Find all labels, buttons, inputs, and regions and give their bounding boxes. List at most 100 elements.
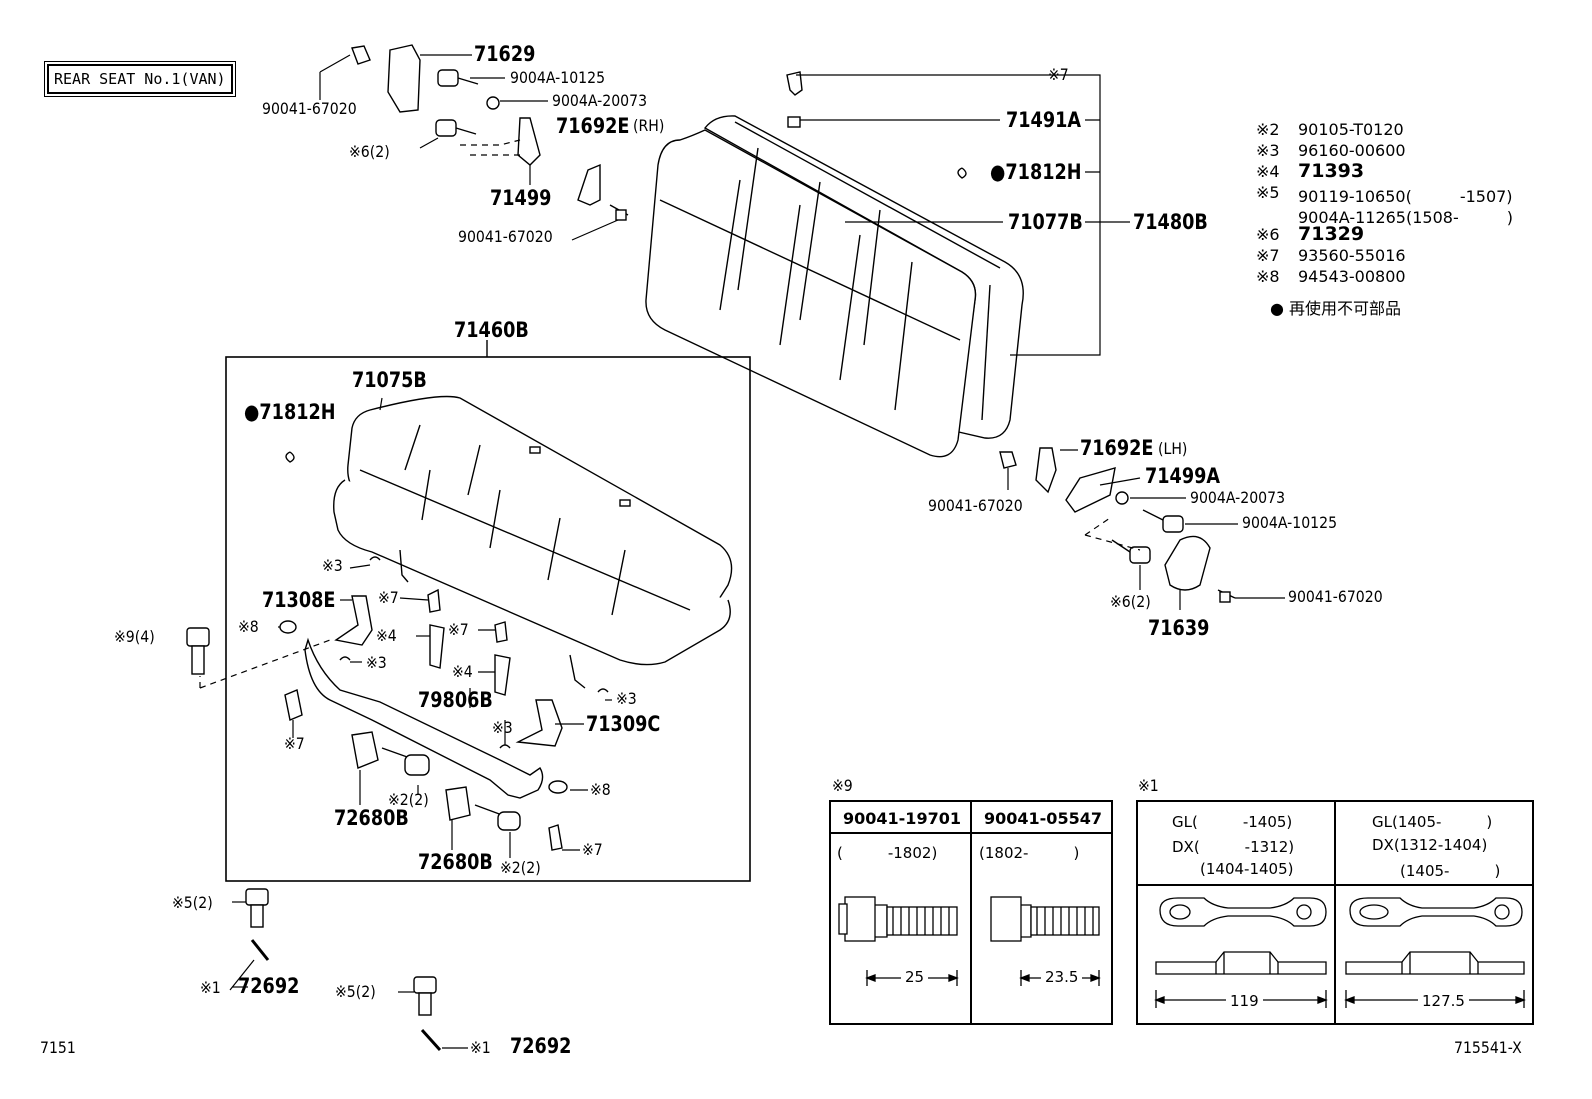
part-79806B: 79806B (418, 688, 493, 712)
note-x5-a: ※5(2) (172, 893, 213, 912)
note-x1-a: ※1 (200, 978, 221, 997)
note-part: 71329 (1298, 223, 1365, 245)
cushion-assembly-frame (225, 356, 751, 882)
table9-col2-range: (1802- ) (979, 844, 1080, 862)
table1-col1-line1: GL( -1405) (1172, 813, 1293, 831)
note-part: 90119-10650( -1507) (1298, 187, 1513, 206)
table9-bolt-drawings (838, 896, 1101, 986)
note-x7-a: ※7 (378, 588, 399, 607)
note-mark: ※5 (1256, 183, 1280, 202)
note-x5-b: ※5(2) (335, 982, 376, 1001)
table9-col1-part: 90041-19701 (831, 802, 972, 834)
table9: 90041-19701 90041-05547 ( -1802) (1802- … (829, 800, 1113, 1025)
part-72680B-a: 72680B (334, 806, 409, 830)
fasteners (186, 44, 1236, 1052)
part-71075B: 71075B (352, 368, 427, 392)
part-71812H-back: ●71812H (990, 160, 1082, 184)
part-71629: 71629 (474, 42, 536, 66)
note-part: 71393 (1298, 160, 1365, 182)
part-71499: 71499 (490, 186, 552, 210)
note-mark: ※2 (1256, 120, 1280, 139)
table1-col2-dim: 127.5 (1418, 992, 1469, 1010)
part-71077B: 71077B (1008, 210, 1083, 234)
note-x7-c: ※7 (284, 734, 305, 753)
note-x8-b: ※8 (590, 780, 611, 799)
part-90041-67020-d: 90041-67020 (1288, 587, 1383, 606)
note-x3-d: ※3 (492, 718, 513, 737)
title-box: REAR SEAT No.1(VAN) (44, 61, 236, 97)
note-x7-b: ※7 (448, 620, 469, 639)
note-x3-b: ※3 (366, 653, 387, 672)
dashed-lines (199, 139, 1141, 689)
part-90041-67020-c: 90041-67020 (928, 496, 1023, 515)
table1-label: ※1 (1138, 776, 1159, 795)
note-mark: ※7 (1256, 246, 1280, 265)
part-72680B-b: 72680B (418, 850, 493, 874)
figure-ref: 715541-X (1454, 1038, 1522, 1057)
part-71812H-cushion: ●71812H (244, 400, 336, 424)
part-71692E-lh: 71692E (1080, 436, 1154, 460)
note-x6-b: ※6(2) (1110, 592, 1151, 611)
note-x4-b: ※4 (452, 662, 473, 681)
table9-col2-part: 90041-05547 (972, 802, 1111, 834)
part-72692-a: 72692 (238, 974, 300, 998)
part-90041-67020-a: 90041-67020 (262, 99, 357, 118)
page-ref: 7151 (40, 1038, 76, 1057)
part-71480B: 71480B (1133, 210, 1208, 234)
note-x2-b: ※2(2) (500, 858, 541, 877)
table1-col2-line2: DX(1312-1404) (1372, 836, 1488, 854)
note-x8-a: ※8 (238, 617, 259, 636)
note-mark: ※6 (1256, 225, 1280, 244)
leader-lines (229, 54, 1285, 1049)
table9-col1-dim: 25 (901, 968, 929, 986)
part-9004A-10125-b: 9004A-10125 (1242, 513, 1338, 532)
part-9004A-20073-b: 9004A-20073 (1190, 488, 1286, 507)
latches (351, 731, 521, 831)
cushion-illustration (333, 395, 733, 689)
table1-col2-line3: (1405- ) (1400, 862, 1501, 880)
table9-col2-dim: 23.5 (1041, 968, 1083, 986)
table1-strap-drawings (1154, 897, 1526, 1008)
note-x3-c: ※3 (616, 689, 637, 708)
legend-non-reusable: ● 再使用不可部品 (1270, 299, 1402, 318)
seat-frame-bar (304, 637, 544, 799)
part-9004A-20073-a: 9004A-20073 (552, 91, 648, 110)
note-part: 93560-55016 (1298, 246, 1406, 265)
part-71491A: 71491A (1006, 108, 1082, 132)
part-71460B: 71460B (454, 318, 529, 342)
part-71308E: 71308E (262, 588, 336, 612)
note-mark: ※3 (1256, 141, 1280, 160)
part-71499A: 71499A (1145, 464, 1221, 488)
part-90041-67020-b: 90041-67020 (458, 227, 553, 246)
note-x4-a: ※4 (376, 626, 397, 645)
note-x2-a: ※2(2) (388, 790, 429, 809)
note-x1-b: ※1 (470, 1038, 491, 1057)
part-71639: 71639 (1148, 616, 1210, 640)
lh-label: (LH) (1158, 439, 1188, 458)
note-part: 94543-00800 (1298, 267, 1406, 286)
note-mark: ※8 (1256, 267, 1280, 286)
table1-col1-line3: (1404-1405) (1200, 860, 1294, 878)
table1-col1-dim: 119 (1226, 992, 1263, 1010)
note-part: 90105-T0120 (1298, 120, 1404, 139)
table1-col2-line1: GL(1405- ) (1372, 813, 1493, 831)
table1-col1-line2: DX( -1312) (1172, 838, 1295, 856)
note-x3-a: ※3 (322, 556, 343, 575)
part-9004A-10125-a: 9004A-10125 (510, 68, 606, 87)
rh-label: (RH) (633, 116, 665, 135)
note-x6-a: ※6(2) (349, 142, 390, 161)
note-x7-d: ※7 (582, 840, 603, 859)
part-71309C: 71309C (586, 712, 661, 736)
note-x7-top: ※7 (1048, 65, 1069, 84)
table9-label: ※9 (832, 776, 853, 795)
note-part: 96160-00600 (1298, 141, 1406, 160)
note-x9: ※9(4) (114, 627, 155, 646)
note-part: 9004A-11265(1508- ) (1298, 208, 1513, 227)
table9-col1-range: ( -1802) (837, 844, 938, 862)
part-71692E-rh: 71692E (556, 114, 630, 138)
table1: GL( -1405) DX( -1312) (1404-1405) GL(140… (1136, 800, 1534, 1025)
part-72692-b: 72692 (510, 1034, 572, 1058)
note-mark: ※4 (1256, 162, 1280, 181)
seatback-illustration (645, 115, 1024, 458)
